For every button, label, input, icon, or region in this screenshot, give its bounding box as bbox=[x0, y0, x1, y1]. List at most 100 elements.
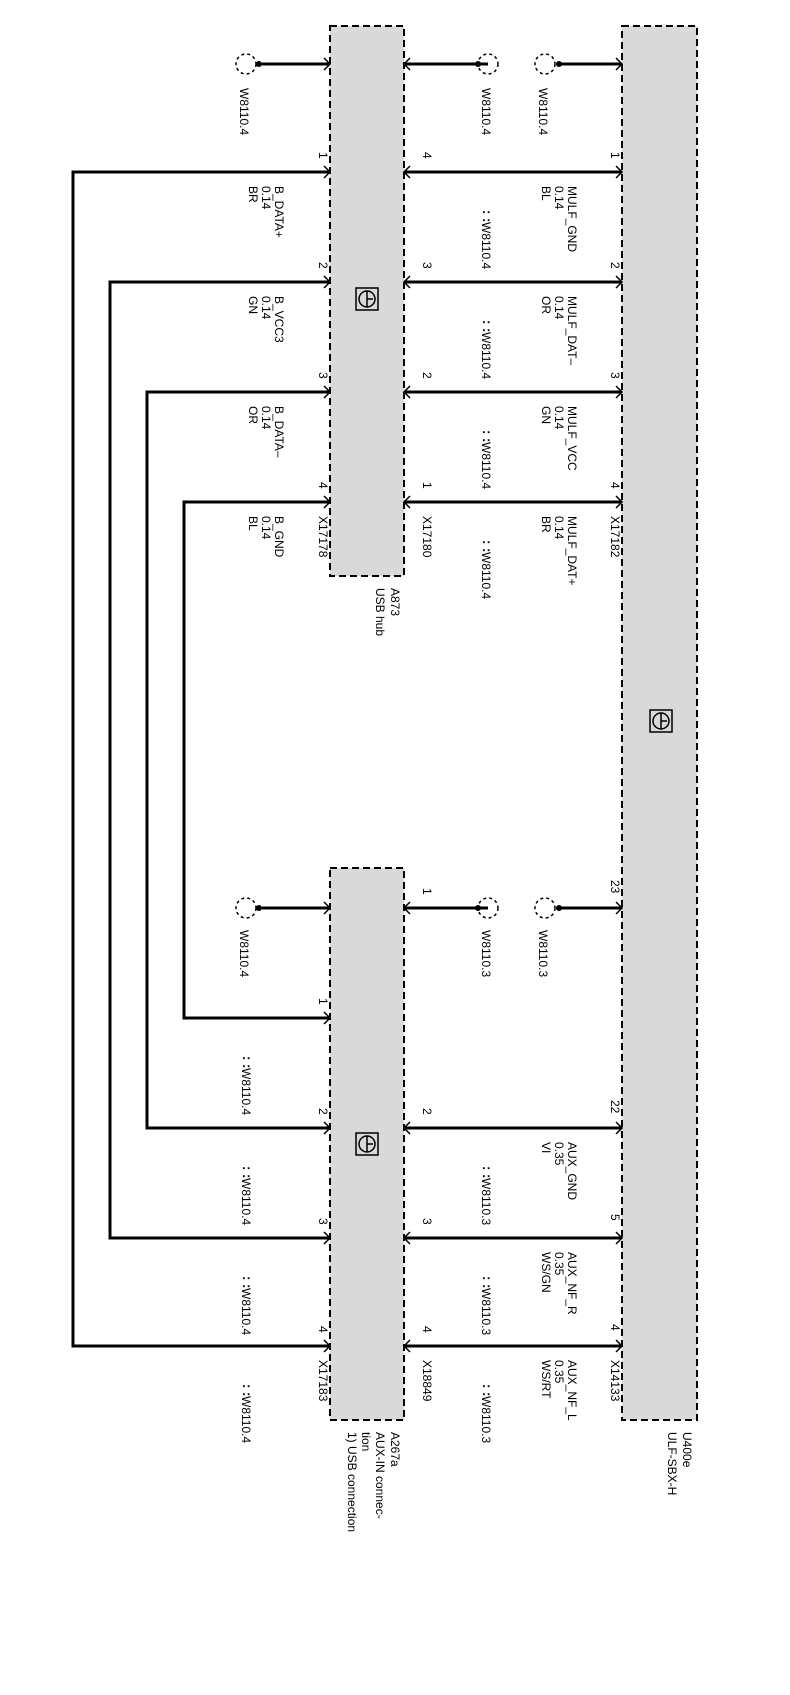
harness-label: W8110.4 bbox=[479, 222, 493, 269]
pin-terminals bbox=[323, 57, 624, 1353]
svg-text:B_GND: B_GND bbox=[272, 516, 286, 558]
wire-label-mulf-gnd: MULF_GND 0.14 BL bbox=[539, 186, 579, 252]
svg-text:: :: : : bbox=[240, 1056, 255, 1068]
svg-text:B_DATA+: B_DATA+ bbox=[272, 186, 286, 238]
connector-label: X18849 bbox=[420, 1360, 434, 1402]
svg-text:AUX_NF_R: AUX_NF_R bbox=[565, 1252, 579, 1315]
svg-text:WS/RT: WS/RT bbox=[539, 1360, 553, 1399]
svg-text:: :: : : bbox=[480, 210, 495, 222]
pin-number: 4 bbox=[420, 152, 434, 159]
pin-number: 4 bbox=[608, 482, 622, 489]
wire-label-mulf-dat-plus: MULF_DAT+ 0.14 BR bbox=[539, 516, 579, 585]
harness-label: W8110.3 bbox=[536, 930, 550, 977]
svg-text:MULF_DAT+: MULF_DAT+ bbox=[565, 516, 579, 585]
svg-text:: :: : : bbox=[240, 1276, 255, 1288]
pin-number: 22 bbox=[608, 1100, 622, 1114]
wires-ulf-aux bbox=[404, 906, 622, 1348]
connector-label: X17183 bbox=[316, 1360, 330, 1402]
harness-label: W8110.4 bbox=[239, 1288, 253, 1335]
harness-label: W8110.4 bbox=[239, 1396, 253, 1443]
svg-text:BR: BR bbox=[539, 516, 553, 533]
svg-text:0.35: 0.35 bbox=[552, 1360, 566, 1384]
pin-number: 1 bbox=[420, 482, 434, 489]
wire-b-vcc3 bbox=[108, 280, 330, 1240]
shield-dots bbox=[256, 61, 562, 911]
svg-text:GN: GN bbox=[246, 296, 260, 314]
connector-label: X17178 bbox=[316, 516, 330, 558]
svg-text:VI: VI bbox=[539, 1142, 553, 1153]
wire-label-b-vcc3: B_VCC3 0.14 GN bbox=[246, 296, 286, 343]
aux-module-name-2: tion bbox=[359, 1432, 373, 1451]
svg-text:B_VCC3: B_VCC3 bbox=[272, 296, 286, 343]
hub-ground-symbol bbox=[355, 287, 379, 311]
aux-ground-symbol bbox=[355, 1132, 379, 1156]
pin-number: 23 bbox=[608, 880, 622, 894]
svg-text:B_DATA–: B_DATA– bbox=[272, 406, 286, 458]
svg-text:0.14: 0.14 bbox=[552, 516, 566, 540]
svg-text:WS/GN: WS/GN bbox=[539, 1252, 553, 1293]
wire-label-b-gnd: B_GND 0.14 BL bbox=[246, 516, 286, 558]
svg-text:: :: : : bbox=[480, 1384, 495, 1396]
shield-circle bbox=[534, 53, 556, 75]
wire-label-aux-gnd: AUX_GND 0.35 VI bbox=[539, 1142, 579, 1200]
svg-text:OR: OR bbox=[246, 406, 260, 424]
svg-text:0.14: 0.14 bbox=[552, 406, 566, 430]
svg-text:: :: : : bbox=[480, 320, 495, 332]
ulf-ground-symbol bbox=[649, 709, 673, 733]
harness-label: W8110.4 bbox=[237, 930, 251, 977]
wires-ulf-hub bbox=[404, 62, 622, 504]
hub-module-name: USB hub bbox=[373, 588, 387, 636]
shield-circle bbox=[534, 897, 556, 919]
pin-number: 2 bbox=[420, 372, 434, 379]
wire-label-b-data-plus: B_DATA+ 0.14 BR bbox=[246, 186, 286, 238]
svg-text:0.14: 0.14 bbox=[552, 186, 566, 210]
connector-label: X17180 bbox=[420, 516, 434, 558]
svg-text:: :: : : bbox=[480, 540, 495, 552]
svg-text:: :: : : bbox=[240, 1166, 255, 1178]
svg-text:AUX_GND: AUX_GND bbox=[565, 1142, 579, 1200]
svg-text:: :: : : bbox=[240, 1384, 255, 1396]
svg-text:AUX_NF_L: AUX_NF_L bbox=[565, 1360, 579, 1421]
svg-text:MULF_GND: MULF_GND bbox=[565, 186, 579, 252]
ulf-module-id: U400e bbox=[680, 1432, 694, 1468]
harness-label: W8110.4 bbox=[479, 552, 493, 599]
harness-label: W8110.3 bbox=[479, 1178, 493, 1225]
pin-number: 3 bbox=[608, 372, 622, 379]
shield-circle bbox=[235, 897, 257, 919]
harness-label: W8110.4 bbox=[479, 88, 493, 135]
svg-text:: :: : : bbox=[480, 1166, 495, 1178]
svg-text:0.14: 0.14 bbox=[259, 296, 273, 320]
svg-text:0.35: 0.35 bbox=[552, 1142, 566, 1166]
svg-text:: :: : : bbox=[480, 430, 495, 442]
svg-text:MULF_DAT–: MULF_DAT– bbox=[565, 296, 579, 365]
pin-number: 3 bbox=[420, 1218, 434, 1225]
wire-label-aux-nf-r: AUX_NF_R 0.35 WS/GN bbox=[539, 1252, 579, 1315]
svg-text:0.14: 0.14 bbox=[259, 406, 273, 430]
wire-b-data-minus bbox=[145, 390, 330, 1130]
svg-text:BL: BL bbox=[539, 186, 553, 201]
pin-number: 4 bbox=[316, 482, 330, 489]
svg-text:0.14: 0.14 bbox=[259, 186, 273, 210]
wire-b-gnd bbox=[182, 500, 330, 1020]
pin-number: 2 bbox=[316, 1108, 330, 1115]
svg-text:BR: BR bbox=[246, 186, 260, 203]
wire-label-b-data-minus: B_DATA– 0.14 OR bbox=[246, 406, 286, 458]
harness-label: W8110.3 bbox=[479, 930, 493, 977]
harness-label: W8110.4 bbox=[479, 332, 493, 379]
svg-text:GN: GN bbox=[539, 406, 553, 424]
harness-label: W8110.4 bbox=[536, 88, 550, 135]
ulf-module-box bbox=[621, 25, 698, 1421]
pin-number: 1 bbox=[316, 152, 330, 159]
harness-label: W8110.4 bbox=[239, 1068, 253, 1115]
wire-label-mulf-vcc: MULF_VCC 0.14 GN bbox=[539, 406, 579, 471]
pin-number: 3 bbox=[420, 262, 434, 269]
aux-module-id: A267a bbox=[388, 1432, 402, 1467]
harness-label: W8110.3 bbox=[479, 1396, 493, 1443]
pin-number: 4 bbox=[608, 1324, 622, 1331]
wire-label-mulf-dat-minus: MULF_DAT– 0.14 OR bbox=[539, 296, 579, 365]
pin-number: 2 bbox=[420, 1108, 434, 1115]
svg-text:0.14: 0.14 bbox=[552, 296, 566, 320]
shield-circle bbox=[235, 53, 257, 75]
svg-text:: :: : : bbox=[480, 1276, 495, 1288]
svg-text:0.35: 0.35 bbox=[552, 1252, 566, 1276]
